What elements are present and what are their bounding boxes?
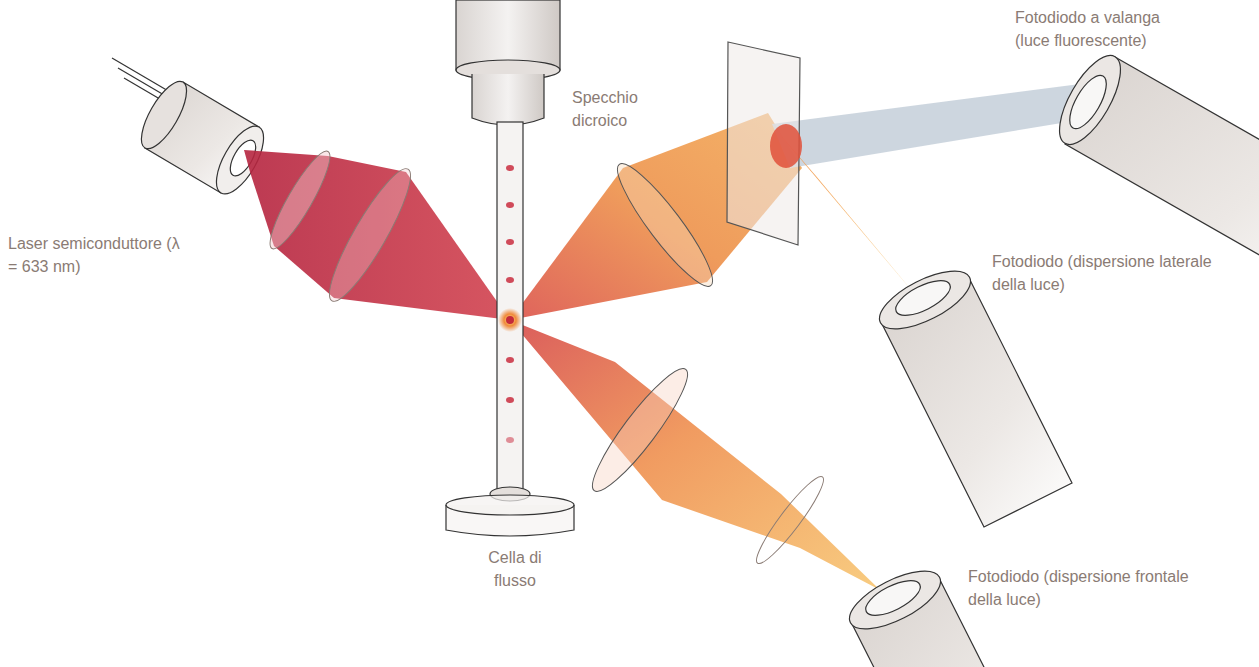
part-label: Specchio dicroico xyxy=(572,86,654,132)
part-label: Fotodiodo a valanga (luce fluorescente) xyxy=(1015,6,1175,52)
part-label: Fotodiodo (dispersione frontale della lu… xyxy=(968,565,1208,611)
part-label: Fotodiodo (dispersione laterale della lu… xyxy=(992,250,1232,296)
part-label: Laser semiconduttore (λ = 633 nm) xyxy=(8,232,180,278)
part-label: Cella di flusso xyxy=(473,546,557,592)
